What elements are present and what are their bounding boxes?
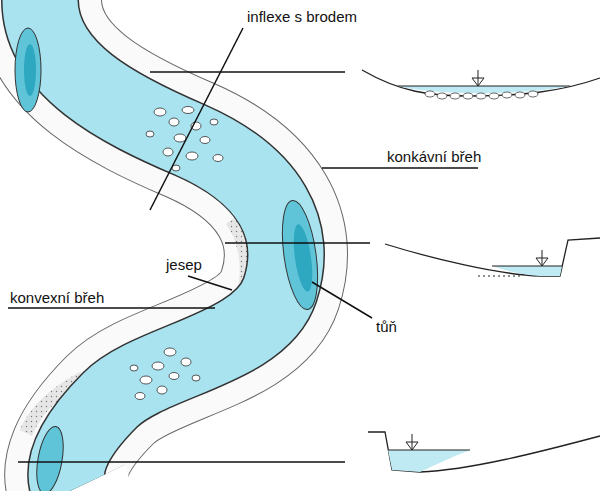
- point-bar-label: jesep: [164, 256, 204, 273]
- pool-label: tůň: [374, 318, 399, 335]
- ford-label: inflexe s brodem: [245, 8, 359, 25]
- concave-bank-label: konkávní břeh: [385, 148, 483, 165]
- convex-bank-label: konvexní břeh: [8, 289, 106, 306]
